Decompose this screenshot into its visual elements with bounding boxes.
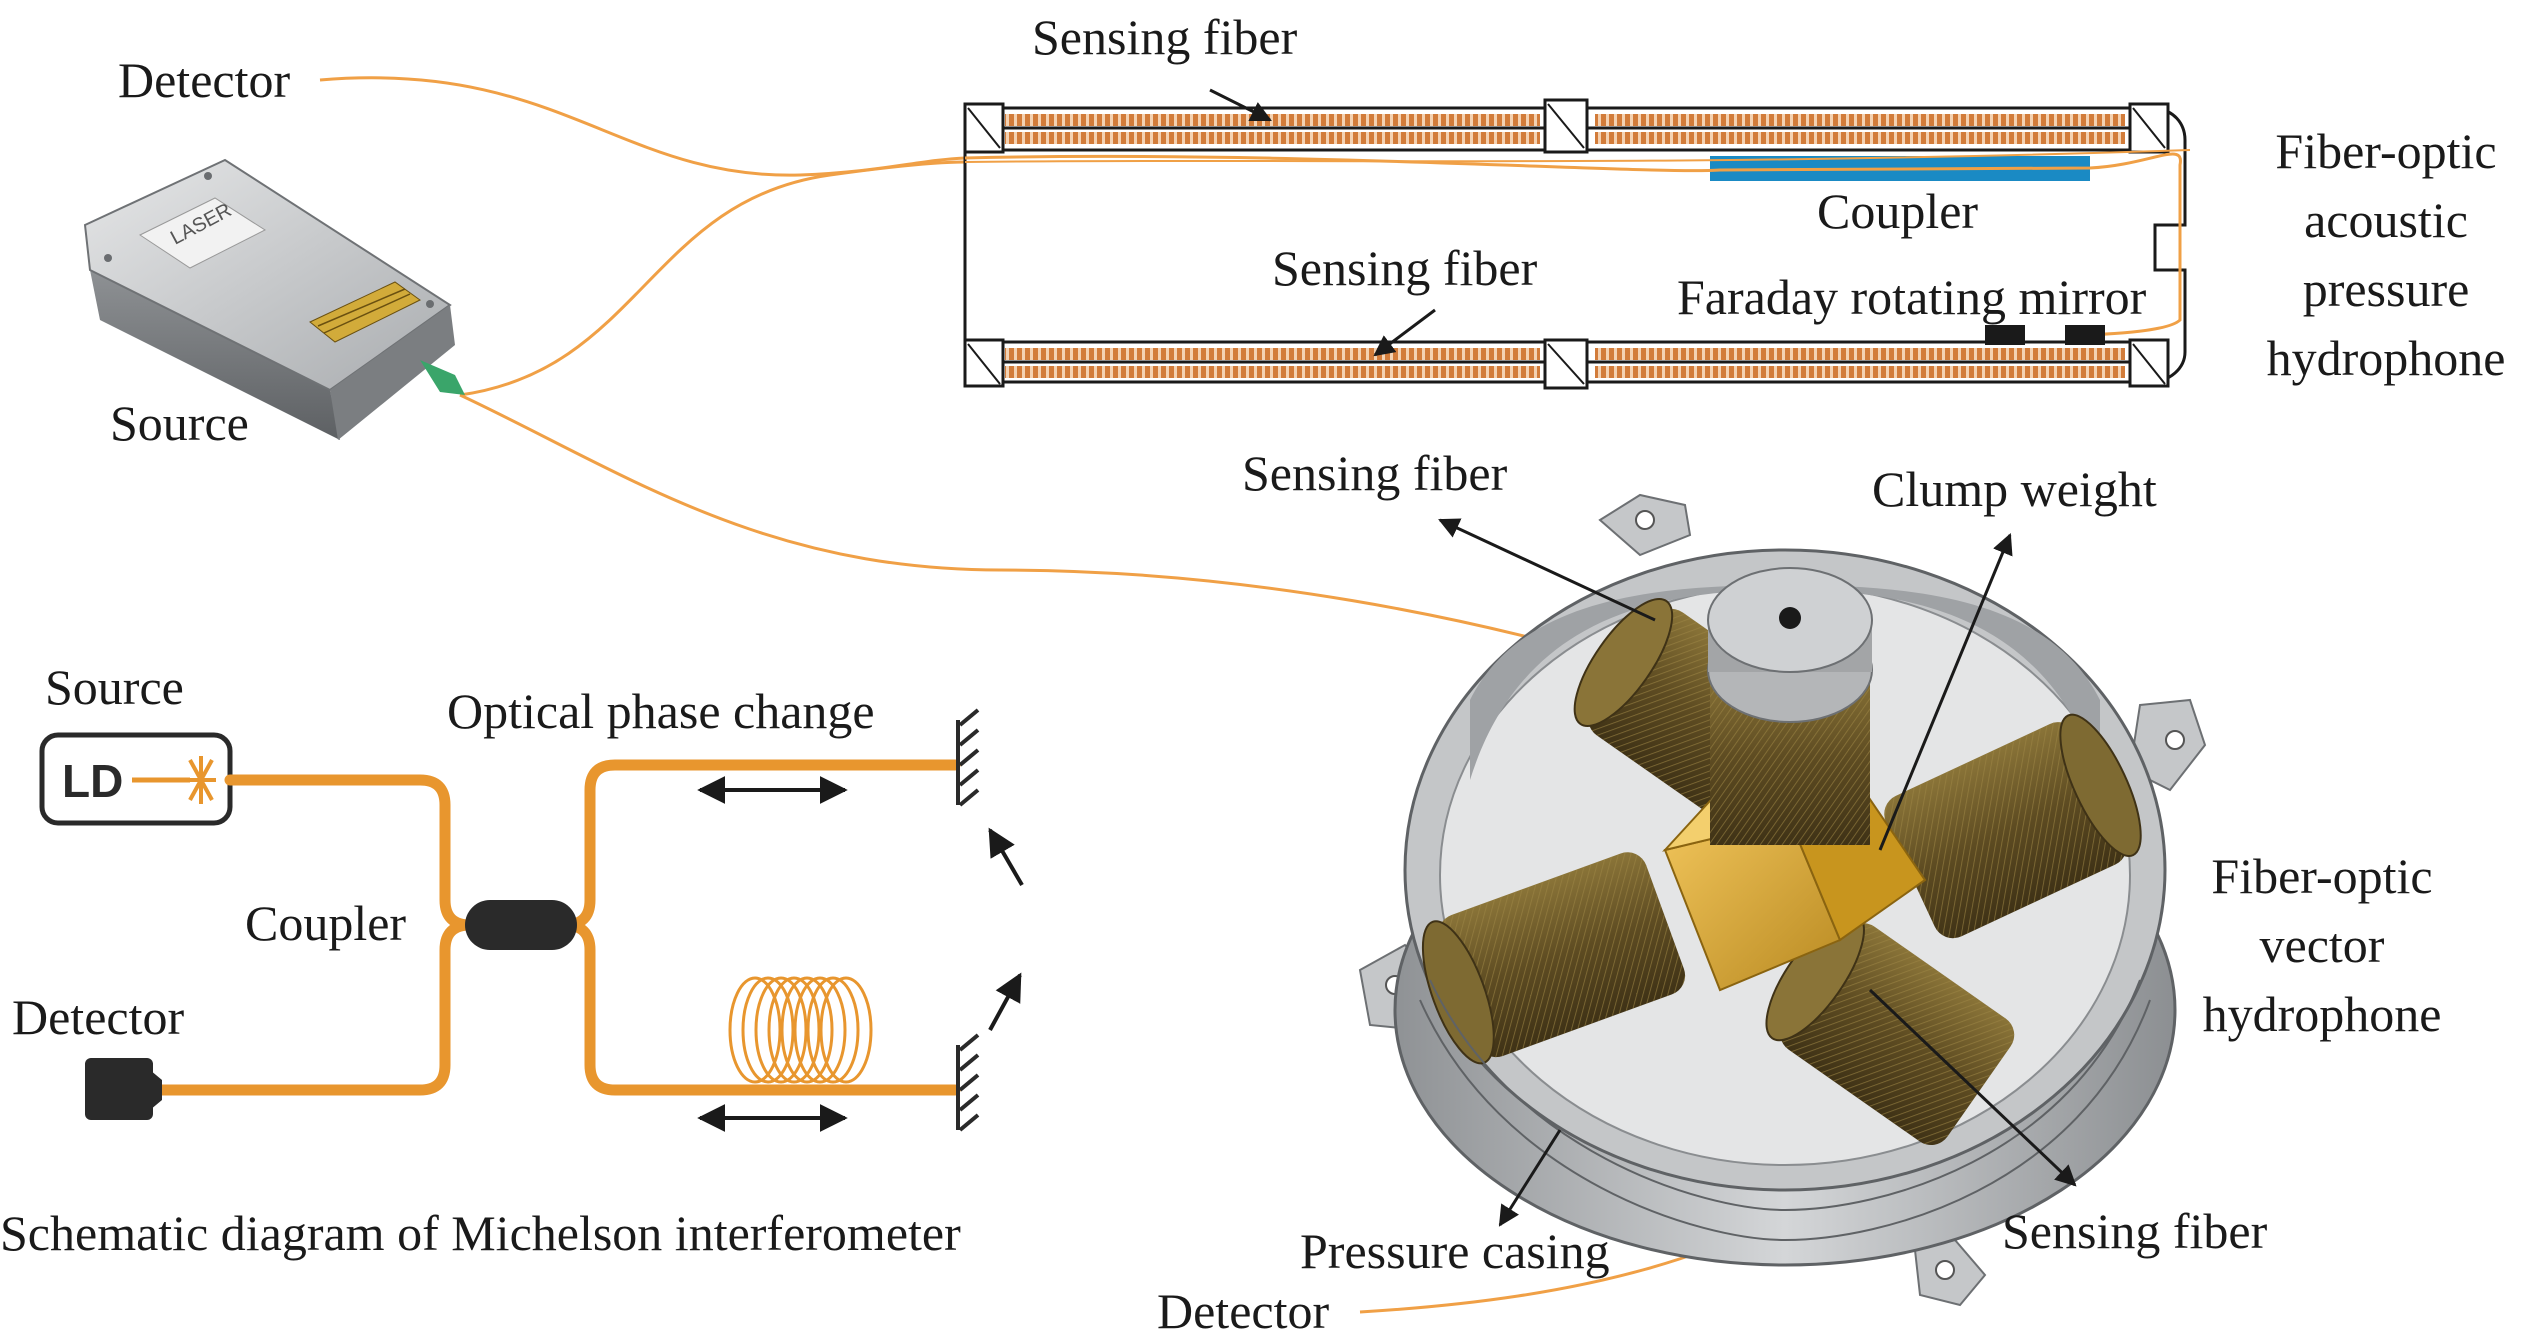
bottom-coil-left xyxy=(1005,348,1540,360)
label-source-top: Source xyxy=(110,395,249,451)
cylinder-lower-right xyxy=(1765,912,2015,1146)
schematic-detector xyxy=(85,1058,153,1120)
laser-box-right xyxy=(330,305,455,440)
laser-box-side xyxy=(90,270,340,440)
label-detector-bottom: Detector xyxy=(1157,1283,1330,1339)
label-acoustic-hydrophone: Fiber-optic acoustic pressure hydrophone xyxy=(2266,123,2506,386)
bottom-coil-left-2 xyxy=(1005,366,1540,378)
schematic-caption: Schematic diagram of Michelson interfero… xyxy=(0,1205,961,1261)
internal-fiber-2 xyxy=(964,149,2191,163)
laser-star-icon xyxy=(186,756,216,804)
label-coupler-schematic: Coupler xyxy=(245,895,407,951)
sensing-fiber-vector-lower-arrow xyxy=(1868,988,2077,1187)
label-optical-phase-change: Optical phase change xyxy=(447,683,875,739)
internal-fiber xyxy=(964,152,2182,337)
label-sensing-fiber-top: Sensing fiber xyxy=(1032,9,1298,65)
fiber-to-detector-label xyxy=(319,76,966,177)
cylinder-left xyxy=(1421,852,1686,1065)
top-coil-right xyxy=(1595,114,2125,126)
label-clump-weight: Clump weight xyxy=(1872,461,2157,517)
label-sensing-fiber-vector-upper: Sensing fiber xyxy=(1242,445,1508,501)
fiber-to-acoustic-hydrophone xyxy=(459,160,966,397)
bottom-coil-right-2 xyxy=(1595,366,2125,378)
sensing-fiber-mid-arrow xyxy=(1373,308,1436,357)
laser-source: LASER xyxy=(83,158,465,440)
acoustic-hydrophone xyxy=(963,88,2191,390)
fiber-connector xyxy=(420,360,465,395)
label-coupler-top: Coupler xyxy=(1817,183,1979,239)
top-coil-left xyxy=(1005,114,1540,126)
pressure-casing-arrow xyxy=(1498,1129,1562,1227)
incoming-arrow-top xyxy=(988,827,1024,887)
sensing-fiber-vector-upper-arrow xyxy=(1438,518,1656,622)
label-detector-schematic: Detector xyxy=(12,989,185,1045)
clump-weight-arrow xyxy=(1878,533,2013,851)
sensing-fiber-top-arrow xyxy=(1209,88,1272,122)
mirror-bottom xyxy=(956,1033,980,1132)
faraday-mirror-2 xyxy=(2065,325,2105,345)
michelson-schematic: LD xyxy=(39,708,1024,1132)
label-sensing-fiber-vector-lower: Sensing fiber xyxy=(2002,1203,2268,1259)
mirror-top xyxy=(956,708,980,807)
label-pressure-casing: Pressure casing xyxy=(1300,1223,1610,1279)
schematic-coupler xyxy=(465,900,577,950)
label-detector-top: Detector xyxy=(118,52,291,108)
label-sensing-fiber-mid: Sensing fiber xyxy=(1272,240,1538,296)
top-coil-left-2 xyxy=(1005,132,1540,144)
label-vector-hydrophone: Fiber-optic vector hydrophone xyxy=(2202,848,2442,1042)
incoming-arrow-bottom xyxy=(988,972,1022,1031)
faraday-mirror-1 xyxy=(1985,325,2025,345)
vector-hydrophone xyxy=(1358,493,2207,1307)
fiber-coil-icon xyxy=(728,976,873,1084)
schematic-fibers xyxy=(154,759,961,1096)
fiber-to-vector-hydrophone xyxy=(459,393,1631,667)
top-coil-right-2 xyxy=(1595,132,2125,144)
cylinder-right xyxy=(1884,713,2142,939)
label-source-schematic: Source xyxy=(45,659,184,715)
laser-label-plate xyxy=(138,197,267,269)
bottom-coil-right xyxy=(1595,348,2125,360)
label-faraday-mirror: Faraday rotating mirror xyxy=(1677,269,2147,325)
ld-text: LD xyxy=(62,755,123,807)
